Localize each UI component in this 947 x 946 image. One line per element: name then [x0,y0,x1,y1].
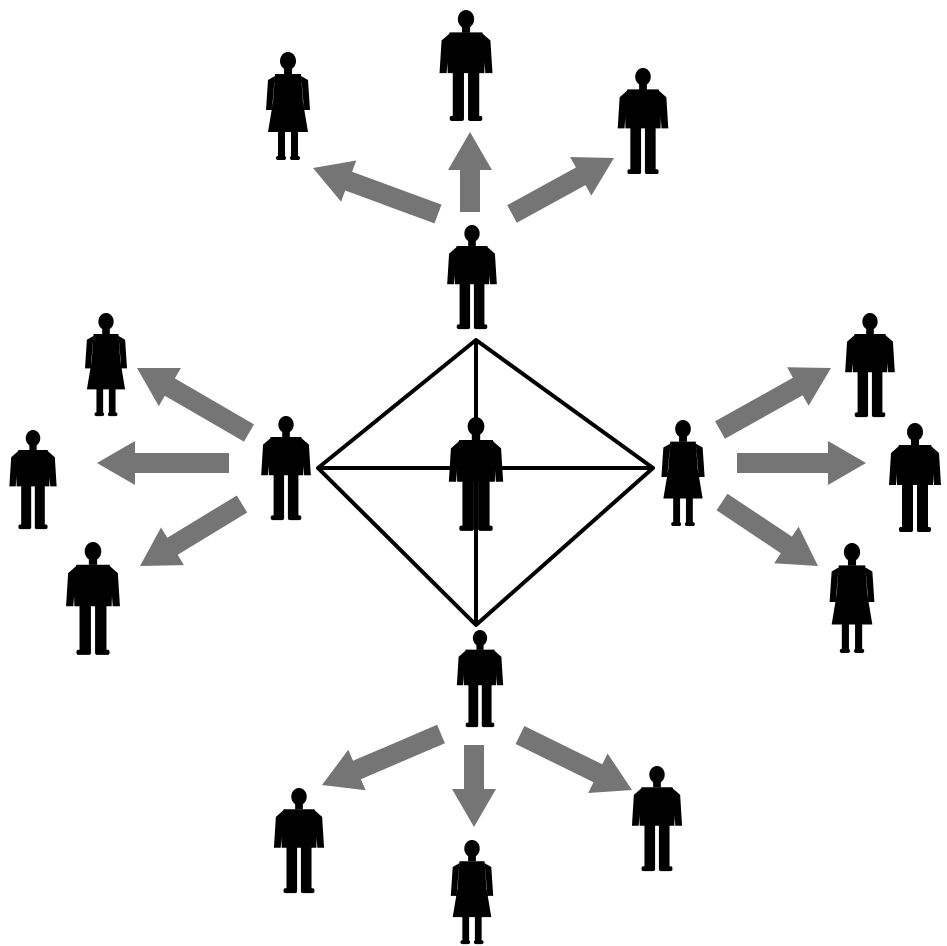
network-diagram [0,0,947,946]
